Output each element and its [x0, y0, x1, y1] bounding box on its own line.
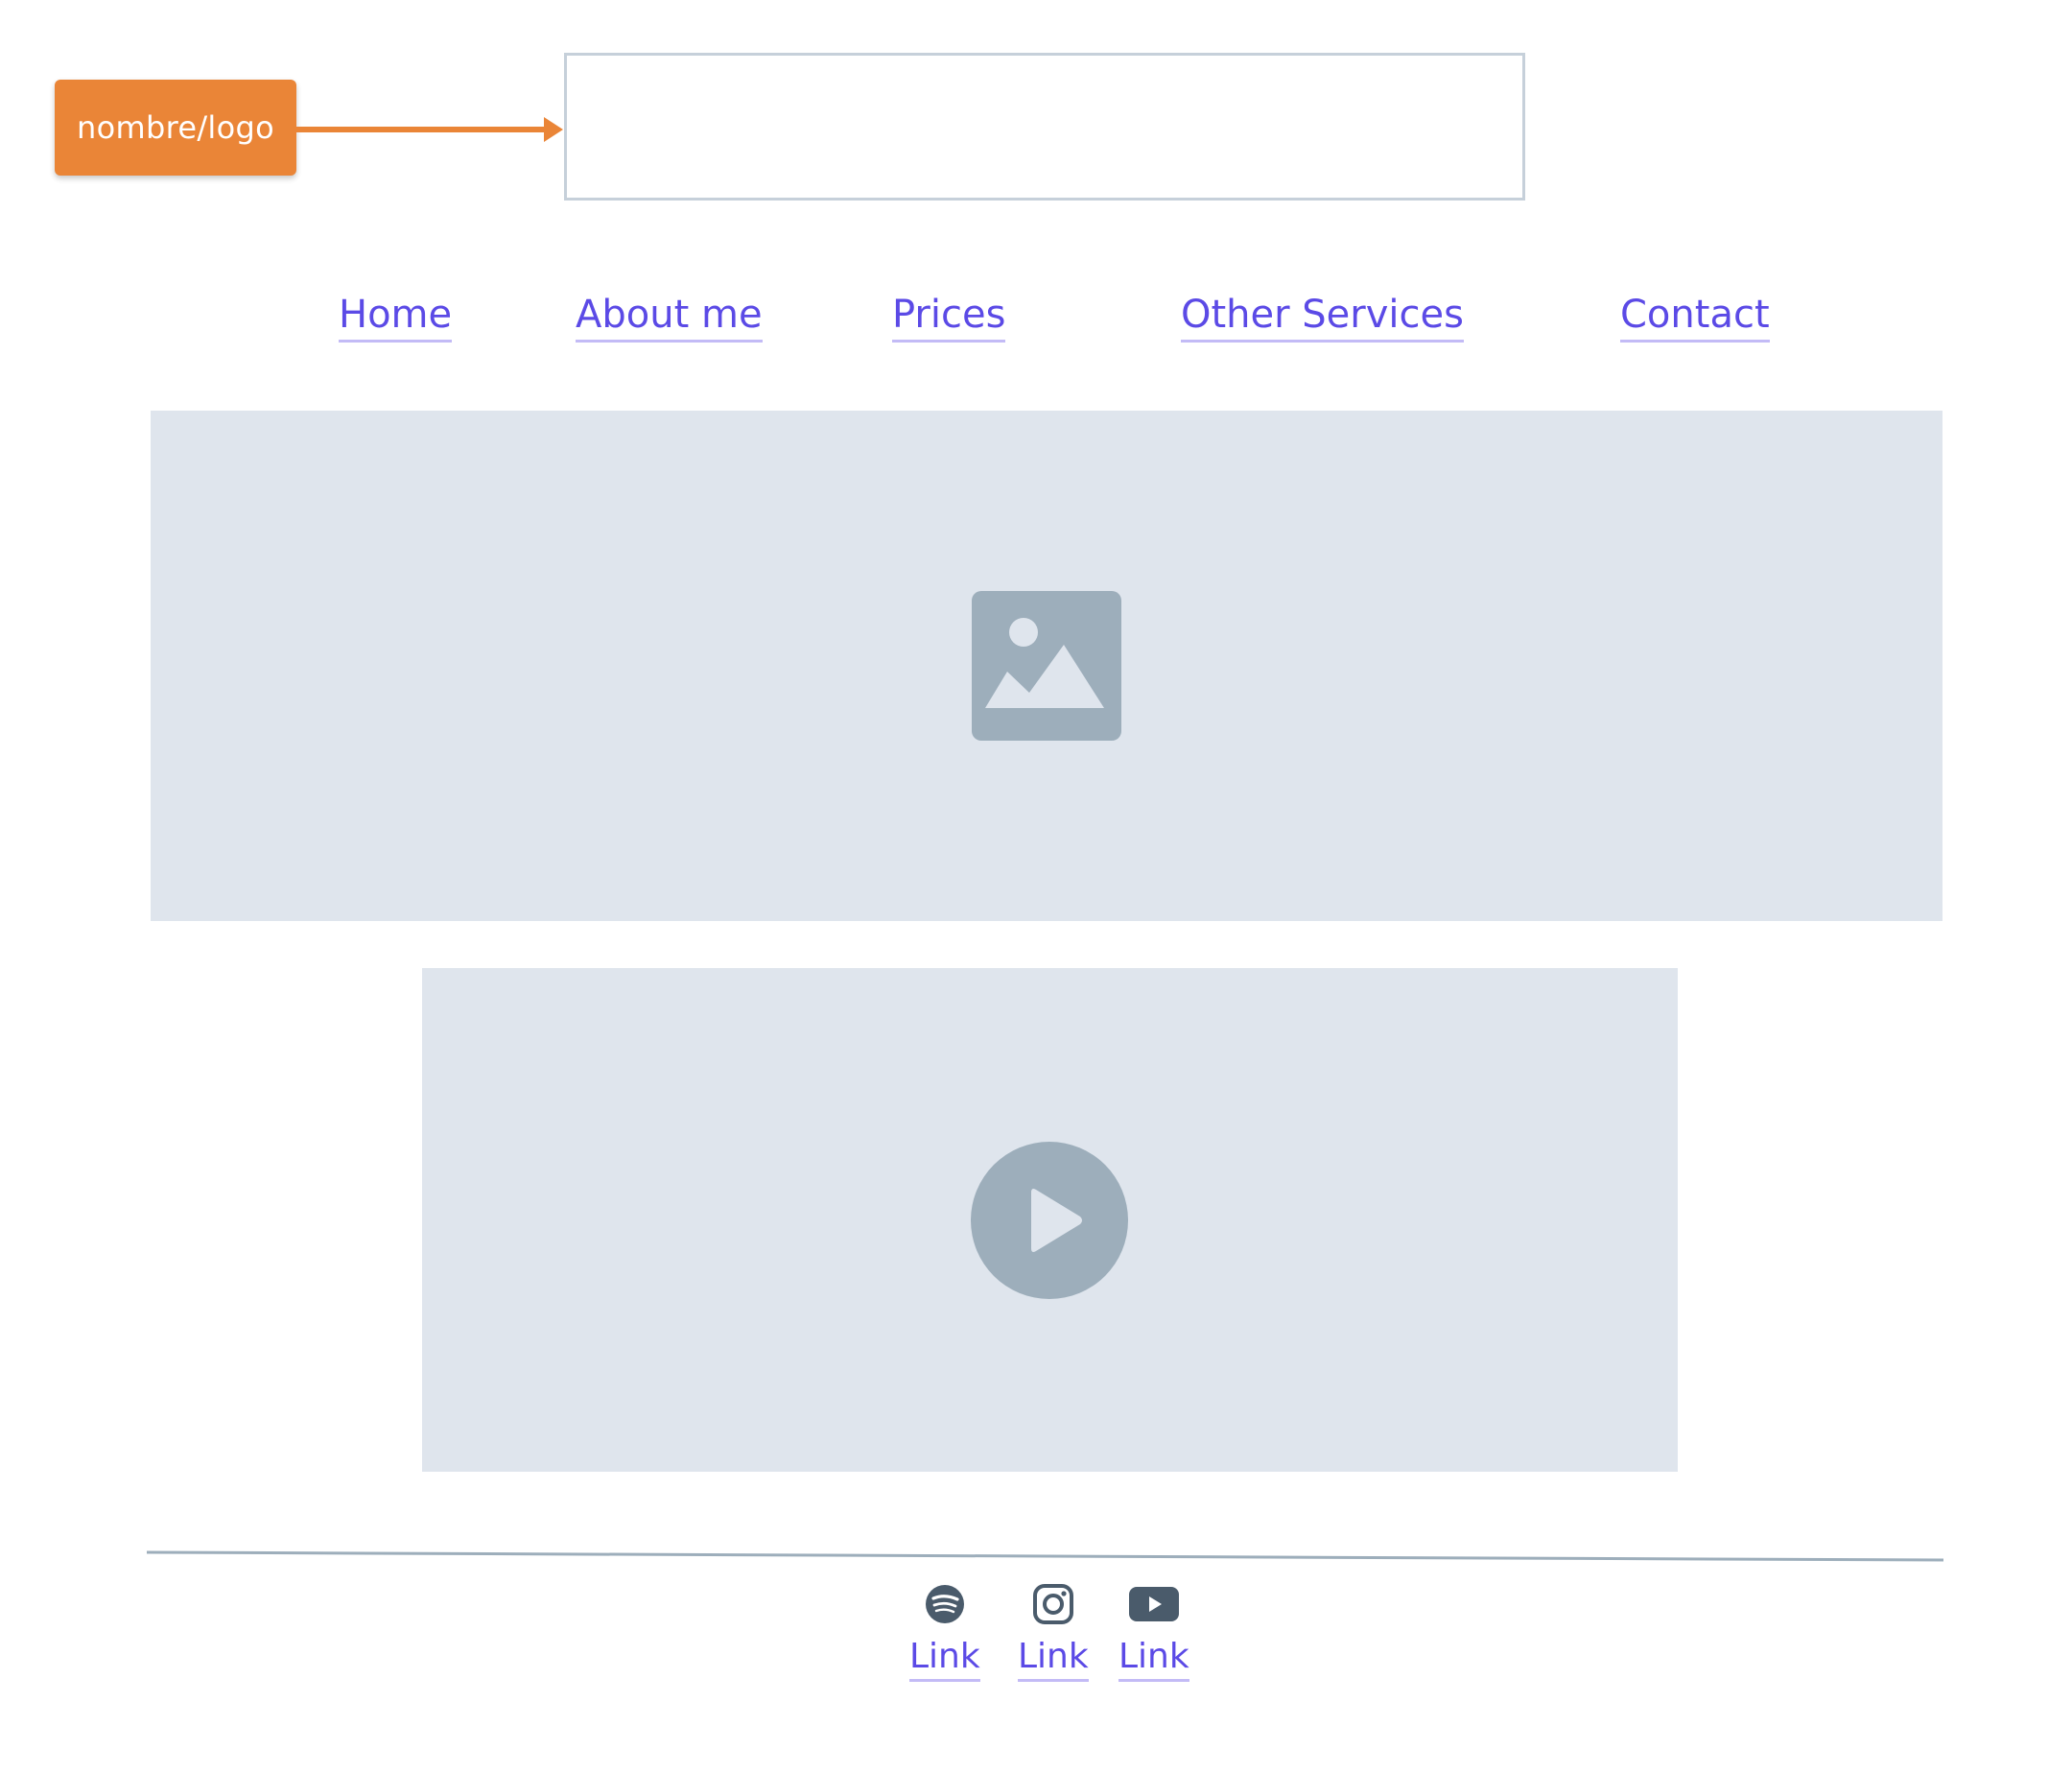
social-link-youtube[interactable]: Link [1118, 1635, 1189, 1682]
social-item-spotify: Link [909, 1579, 980, 1682]
nav-link-other-services[interactable]: Other Services [1181, 290, 1464, 343]
spotify-icon[interactable] [920, 1579, 970, 1629]
nav-link-contact[interactable]: Contact [1620, 290, 1770, 343]
logo-placeholder [564, 53, 1525, 201]
social-item-youtube: Link [1118, 1579, 1189, 1682]
social-link-spotify[interactable]: Link [909, 1635, 980, 1682]
hero-image-placeholder [151, 411, 1942, 921]
annotation-text: nombre/logo [77, 109, 274, 146]
play-icon[interactable] [971, 1142, 1128, 1299]
nav-link-home[interactable]: Home [339, 290, 453, 343]
image-placeholder-icon [972, 591, 1121, 741]
annotation-arrow-icon [296, 117, 563, 142]
instagram-icon[interactable] [1028, 1579, 1078, 1629]
nav-link-prices[interactable]: Prices [892, 290, 1006, 343]
footer-divider [147, 1550, 1943, 1562]
logo-annotation-label: nombre/logo [55, 80, 296, 176]
social-item-instagram: Link [1018, 1579, 1089, 1682]
video-placeholder [422, 968, 1678, 1472]
youtube-icon[interactable] [1128, 1579, 1179, 1629]
nav-link-about-me[interactable]: About me [576, 290, 763, 343]
social-link-instagram[interactable]: Link [1018, 1635, 1089, 1682]
